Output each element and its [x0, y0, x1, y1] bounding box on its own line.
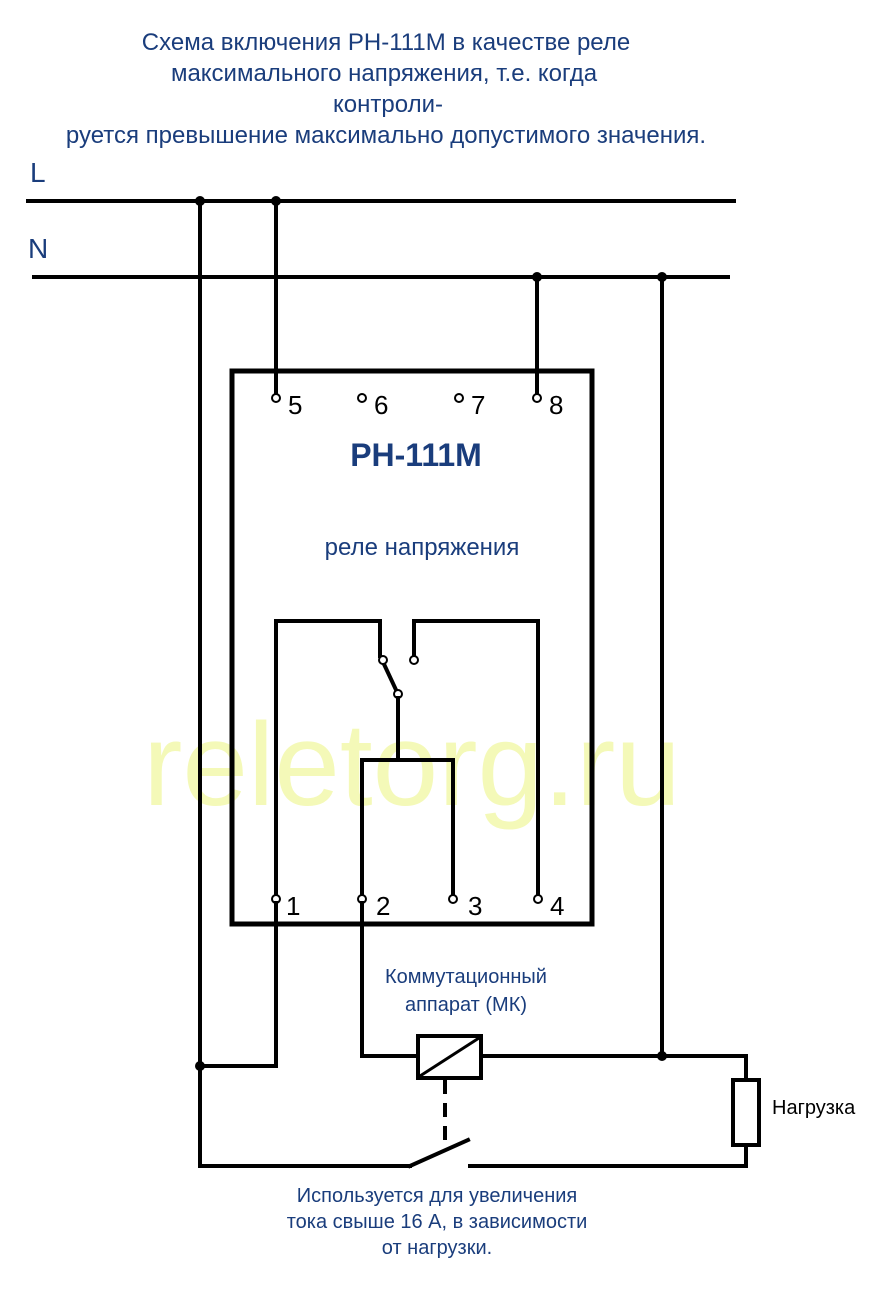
- terminal-label-5: 5: [288, 390, 302, 420]
- terminal-4: [533, 894, 543, 904]
- junction-node: [532, 272, 542, 282]
- title-line-1: Схема включения РН-111М в качестве реле: [142, 29, 630, 56]
- terminal-7: [454, 393, 464, 403]
- relay-box: [229, 368, 595, 927]
- terminal-6: [357, 393, 367, 403]
- load-resistor: [731, 1078, 761, 1147]
- bus-label-l: L: [30, 157, 46, 188]
- title-line-3: контроли-: [333, 91, 443, 118]
- terminals-bottom: 1 2 3 4: [271, 891, 564, 921]
- terminal-label-6: 6: [374, 390, 388, 420]
- relay-name: РН-111М: [350, 437, 482, 473]
- junction-node: [271, 196, 281, 206]
- note-line-3: от нагрузки.: [382, 1237, 492, 1259]
- bus-label-n: N: [28, 233, 48, 264]
- junction-node: [195, 1061, 205, 1071]
- terminal-label-3: 3: [468, 891, 482, 921]
- contactor-coil: [416, 1034, 483, 1080]
- contactor-label-line-2: аппарат (МК): [405, 994, 527, 1016]
- note-line-1: Используется для увеличения: [297, 1185, 578, 1207]
- junction-node: [195, 196, 205, 206]
- contactor-label-line-1: Коммутационный: [385, 966, 547, 988]
- note-line-2: тока свыше 16 А, в зависимости: [287, 1211, 588, 1233]
- wire-t1-l: [198, 901, 278, 1068]
- title-line-4: руется превышение максимально допустимог…: [66, 122, 706, 149]
- usage-note: Используется для увеличения тока свыше 1…: [287, 1185, 588, 1259]
- junction-node: [657, 1051, 667, 1061]
- terminal-8: [532, 393, 542, 403]
- diagram-title: Схема включения РН-111М в качестве реле …: [66, 29, 706, 149]
- load-label: Нагрузка: [772, 1097, 856, 1119]
- relay-subtitle: реле напряжения: [325, 534, 520, 561]
- wire-t2-coil: [360, 901, 420, 1058]
- terminal-5: [271, 393, 281, 403]
- terminal-label-7: 7: [471, 390, 485, 420]
- contactor-power-contact: [198, 1137, 748, 1169]
- title-line-2: максимального напряжения, т.е. когда: [171, 60, 598, 87]
- terminal-label-4: 4: [550, 891, 564, 921]
- terminal-label-8: 8: [549, 390, 563, 420]
- relay-internal-contact: [274, 619, 540, 898]
- terminals-top: 5 6 7 8: [271, 390, 563, 420]
- watermark: reletorg.ru: [143, 699, 681, 831]
- terminal-label-1: 1: [286, 891, 300, 921]
- junction-node: [657, 272, 667, 282]
- terminal-label-2: 2: [376, 891, 390, 921]
- terminal-3: [448, 894, 458, 904]
